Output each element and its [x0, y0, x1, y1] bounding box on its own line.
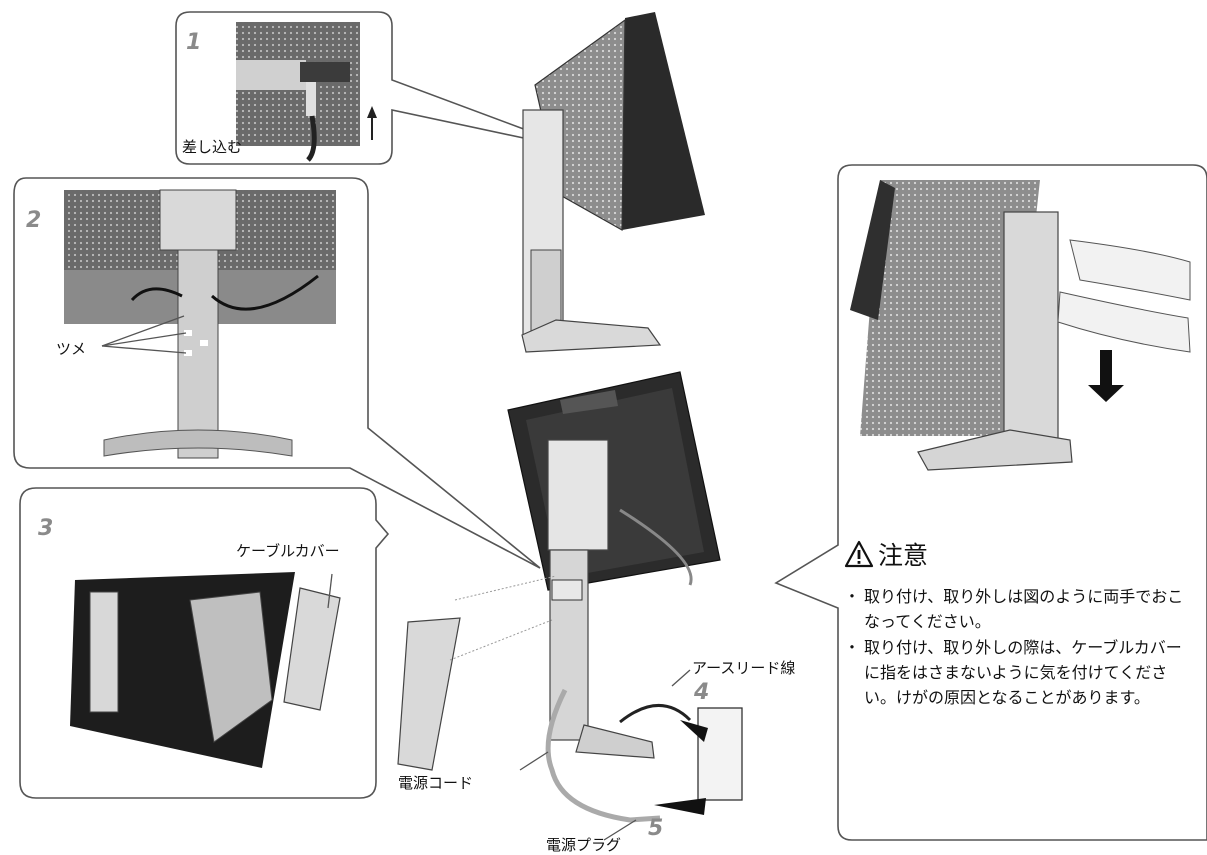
caution-item-text: 取り付け、取り外しは図のように両手でおこなってください。 — [864, 587, 1184, 631]
label-power-cord: 電源コード — [398, 774, 474, 792]
label-insert: 差し込む — [182, 138, 243, 156]
power-cord — [545, 688, 661, 823]
callout-step-2 — [13, 177, 541, 569]
arrow-icon — [654, 798, 706, 815]
callout-step-3 — [19, 487, 390, 799]
down-arrow-icon — [1088, 350, 1124, 402]
caution-box: 注意 ・ 取り付け、取り外しは図のように両手でおこなってください。 ・ 取り付け… — [842, 536, 1194, 711]
cable-cover — [283, 587, 341, 711]
label-power-plug: 電源プラグ — [546, 836, 622, 854]
removed-cable-cover — [397, 617, 461, 771]
power-cable — [306, 115, 317, 162]
up-arrow-icon — [367, 106, 377, 118]
step-number-5: 5 — [648, 816, 664, 841]
step-number-2: 2 — [26, 208, 42, 233]
step-number-4: 4 — [694, 680, 710, 705]
caution-title: 注意 — [878, 541, 929, 570]
caution-list: ・ 取り付け、取り外しは図のように両手でおこなってください。 ・ 取り付け、取り… — [842, 584, 1194, 710]
ground-wire — [619, 704, 692, 724]
label-claws: ツメ — [56, 340, 87, 358]
wall-outlet — [697, 707, 743, 801]
monitor-side-view — [521, 12, 705, 353]
monitor-back-view — [507, 371, 721, 759]
caution-heading: 注意 — [844, 536, 1194, 572]
caution-item-text: 取り付け、取り外しの際は、ケーブルカバーに指をはさまないように気を付けてください… — [864, 638, 1182, 707]
label-ground-lead: アースリード線 — [692, 659, 796, 677]
label-cable-cover: ケーブルカバー — [236, 542, 340, 560]
arrow-icon — [680, 720, 708, 742]
step-number-3: 3 — [38, 516, 54, 541]
bullet: ・ — [844, 587, 861, 606]
caution-item: ・ 取り付け、取り外しは図のように両手でおこなってください。 — [842, 584, 1194, 634]
warning-triangle-icon — [844, 540, 874, 568]
stand-column — [1003, 211, 1059, 451]
caution-item: ・ 取り付け、取り外しの際は、ケーブルカバーに指をはさまないように気を付けてくだ… — [842, 635, 1194, 710]
callout-step-1 — [175, 11, 581, 165]
step-number-1: 1 — [186, 30, 202, 55]
callout-caution — [774, 164, 1207, 841]
bullet: ・ — [844, 638, 861, 657]
